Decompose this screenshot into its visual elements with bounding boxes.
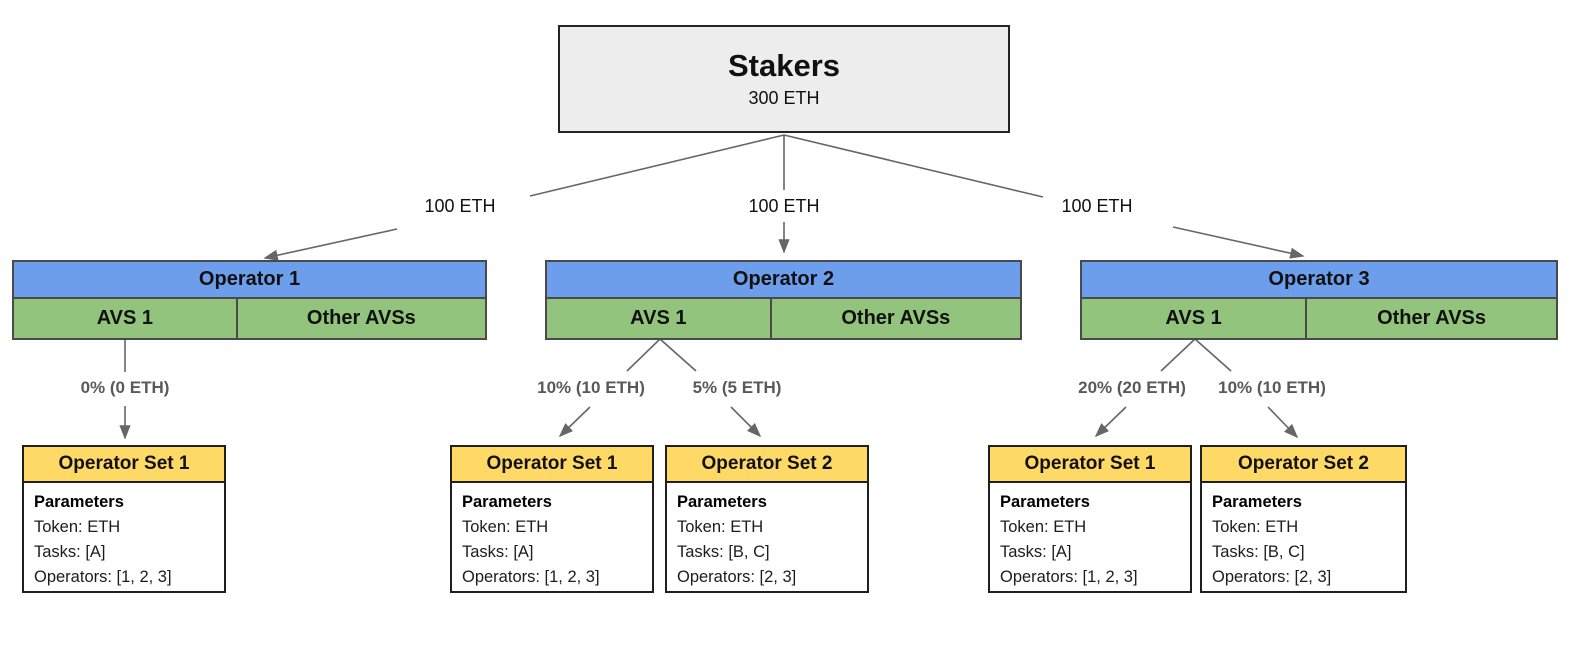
op2-set2-token: Token: ETH — [677, 518, 764, 536]
operator1-avs1-cell: AVS 1 — [14, 299, 238, 338]
edge-op3-avs1-fork-left — [1160, 338, 1196, 372]
op1-allocation-label: 0% (0 ETH) — [80, 378, 170, 397]
op2-operator-set-1-card: Operator Set 1 Parameters Token: ETH Tas… — [450, 445, 654, 593]
op1-set1-title: Operator Set 1 — [24, 447, 224, 483]
op2-set2-operators: Operators: [2, 3] — [677, 568, 797, 586]
delegation-label-operator2: 100 ETH — [748, 196, 820, 216]
op2-allocation1-label: 10% (10 ETH) — [537, 378, 645, 397]
edge-stakers-operator1-arrow — [263, 228, 398, 261]
op3-allocation1-label: 20% (20 ETH) — [1078, 378, 1186, 397]
op3-set2-operators: Operators: [2, 3] — [1212, 568, 1332, 586]
stakers-amount: 300 ETH — [748, 87, 820, 108]
op3-set2-params-header: Parameters — [1212, 493, 1302, 511]
op1-set1-parameters: Parameters Token: ETH Tasks: [A] Operato… — [24, 483, 224, 590]
operator2-avs-row: AVS 1 Other AVSs — [547, 299, 1020, 338]
edge-op3-set2-arrow — [1267, 406, 1299, 439]
op2-set1-title: Operator Set 1 — [452, 447, 652, 483]
operator2-header: Operator 2 — [547, 262, 1020, 299]
op3-allocation2-label: 10% (10 ETH) — [1218, 378, 1326, 397]
op3-set2-parameters: Parameters Token: ETH Tasks: [B, C] Oper… — [1202, 483, 1405, 590]
stakers-box: Stakers 300 ETH — [558, 25, 1010, 133]
edge-op2-set1-arrow — [558, 406, 591, 438]
edge-op2-avs1-fork-left — [626, 338, 661, 372]
op2-set1-params-header: Parameters — [462, 493, 552, 511]
op2-set1-tasks: Tasks: [A] — [462, 543, 534, 561]
op3-set2-token: Token: ETH — [1212, 518, 1299, 536]
operator2-other-avs-cell: Other AVSs — [771, 299, 1020, 338]
operator3-avs1-cell: AVS 1 — [1082, 299, 1308, 338]
op3-set1-token: Token: ETH — [1000, 518, 1087, 536]
operator1-header: Operator 1 — [14, 262, 485, 299]
op3-set1-title: Operator Set 1 — [990, 447, 1190, 483]
edge-op2-avs1-fork-right — [659, 338, 697, 372]
operator1-other-avs-cell: Other AVSs — [237, 299, 485, 338]
op2-set1-parameters: Parameters Token: ETH Tasks: [A] Operato… — [452, 483, 652, 590]
op3-set2-title: Operator Set 2 — [1202, 447, 1405, 483]
operator3-avs-row: AVS 1 Other AVSs — [1082, 299, 1556, 338]
operator1-block: Operator 1 AVS 1 Other AVSs — [12, 260, 487, 340]
edge-op3-set1-arrow — [1094, 406, 1127, 438]
op3-operator-set-2-card: Operator Set 2 Parameters Token: ETH Tas… — [1200, 445, 1407, 593]
op3-set2-tasks: Tasks: [B, C] — [1212, 543, 1305, 561]
edge-op2-set2-arrow — [730, 406, 762, 438]
op3-set1-parameters: Parameters Token: ETH Tasks: [A] Operato… — [990, 483, 1190, 590]
operator1-avs-row: AVS 1 Other AVSs — [14, 299, 485, 338]
op2-set2-title: Operator Set 2 — [667, 447, 867, 483]
operator3-other-avs-cell: Other AVSs — [1307, 299, 1556, 338]
op2-operator-set-2-card: Operator Set 2 Parameters Token: ETH Tas… — [665, 445, 869, 593]
edge-op3-avs1-fork-right — [1194, 338, 1232, 372]
op1-set1-tasks: Tasks: [A] — [34, 543, 106, 561]
op1-operator-set-1-card: Operator Set 1 Parameters Token: ETH Tas… — [22, 445, 226, 593]
edge-stakers-operator3-arrow — [1172, 226, 1305, 259]
op1-set1-params-header: Parameters — [34, 493, 124, 511]
operator3-block: Operator 3 AVS 1 Other AVSs — [1080, 260, 1558, 340]
delegation-label-operator3: 100 ETH — [1061, 196, 1133, 216]
op3-set1-tasks: Tasks: [A] — [1000, 543, 1072, 561]
op2-set1-token: Token: ETH — [462, 518, 549, 536]
op3-set1-operators: Operators: [1, 2, 3] — [1000, 568, 1138, 586]
op2-allocation2-label: 5% (5 ETH) — [692, 378, 782, 397]
stakers-title: Stakers — [727, 48, 841, 84]
op1-set1-token: Token: ETH — [34, 518, 121, 536]
op2-set2-tasks: Tasks: [B, C] — [677, 543, 770, 561]
operator2-block: Operator 2 AVS 1 Other AVSs — [545, 260, 1022, 340]
op2-set2-params-header: Parameters — [677, 493, 767, 511]
op3-set1-params-header: Parameters — [1000, 493, 1090, 511]
op2-set1-operators: Operators: [1, 2, 3] — [462, 568, 600, 586]
delegation-label-operator1: 100 ETH — [424, 196, 496, 216]
edge-stakers-operator3-upper — [783, 134, 1044, 198]
edge-stakers-operator1-upper — [529, 134, 785, 197]
op1-set1-operators: Operators: [1, 2, 3] — [34, 568, 172, 586]
op2-set2-parameters: Parameters Token: ETH Tasks: [B, C] Oper… — [667, 483, 867, 590]
op3-operator-set-1-card: Operator Set 1 Parameters Token: ETH Tas… — [988, 445, 1192, 593]
operator2-avs1-cell: AVS 1 — [547, 299, 772, 338]
operator3-header: Operator 3 — [1082, 262, 1556, 299]
